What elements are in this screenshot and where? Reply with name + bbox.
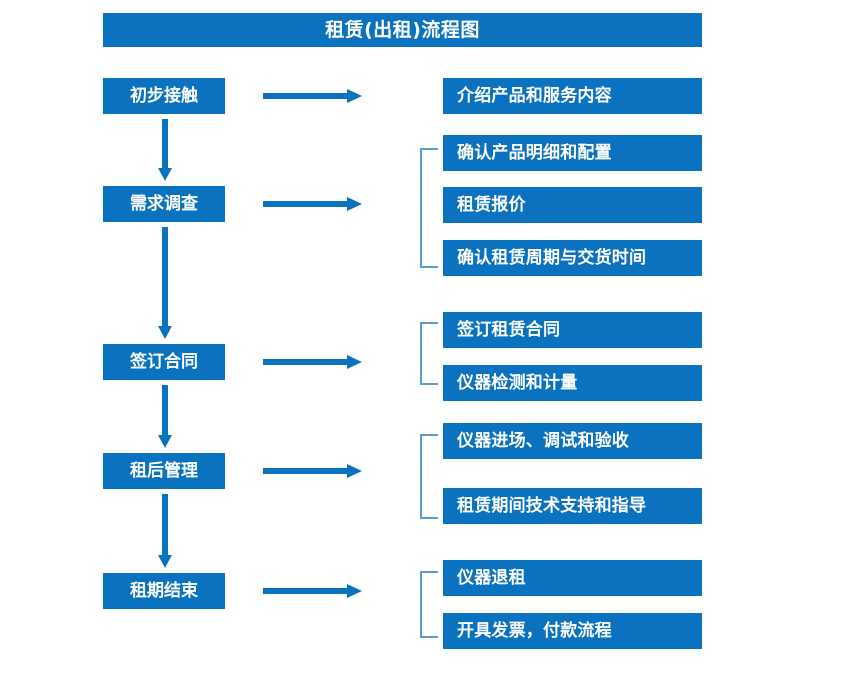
detail-box-instrument-inspection[interactable]: 仪器检测和计量 bbox=[443, 365, 702, 401]
group-bracket-rental-end bbox=[420, 571, 438, 638]
vertical-arrow-down-icon-3 bbox=[157, 385, 173, 448]
detail-box-instrument-return[interactable]: 仪器退租 bbox=[443, 560, 702, 596]
detail-box-confirm-product-details[interactable]: 确认产品明细和配置 bbox=[443, 135, 702, 171]
stage-box-needs-survey[interactable]: 需求调查 bbox=[103, 186, 225, 222]
horizontal-arrow-right-icon-1 bbox=[263, 88, 362, 104]
horizontal-arrow-right-icon-2 bbox=[263, 196, 362, 212]
detail-box-confirm-rental-period[interactable]: 确认租赁周期与交货时间 bbox=[443, 240, 702, 276]
detail-box-sign-rental-contract[interactable]: 签订租赁合同 bbox=[443, 312, 702, 348]
vertical-arrow-down-icon-1 bbox=[157, 119, 173, 181]
horizontal-arrow-right-icon-4 bbox=[263, 463, 362, 479]
detail-box-invoice-payment[interactable]: 开具发票，付款流程 bbox=[443, 613, 702, 649]
vertical-arrow-down-icon-2 bbox=[157, 227, 173, 339]
horizontal-arrow-right-icon-5 bbox=[263, 583, 362, 599]
detail-box-rental-quotation[interactable]: 租赁报价 bbox=[443, 187, 702, 223]
stage-box-rental-end[interactable]: 租期结束 bbox=[103, 573, 225, 609]
horizontal-arrow-right-icon-3 bbox=[263, 354, 362, 370]
stage-box-initial-contact[interactable]: 初步接触 bbox=[103, 78, 225, 114]
detail-box-introduce-products[interactable]: 介绍产品和服务内容 bbox=[443, 78, 702, 114]
group-bracket-post-rental bbox=[420, 434, 438, 519]
group-bracket-sign-contract bbox=[420, 322, 438, 385]
detail-box-technical-support[interactable]: 租赁期间技术支持和指导 bbox=[443, 488, 702, 524]
stage-box-post-rental-management[interactable]: 租后管理 bbox=[103, 453, 225, 489]
group-bracket-needs-survey bbox=[420, 148, 438, 268]
flowchart-title: 租赁(出租)流程图 bbox=[103, 13, 702, 47]
detail-box-instrument-entry-commissioning[interactable]: 仪器进场、调试和验收 bbox=[443, 423, 702, 459]
vertical-arrow-down-icon-4 bbox=[157, 494, 173, 568]
stage-box-sign-contract[interactable]: 签订合同 bbox=[103, 344, 225, 380]
